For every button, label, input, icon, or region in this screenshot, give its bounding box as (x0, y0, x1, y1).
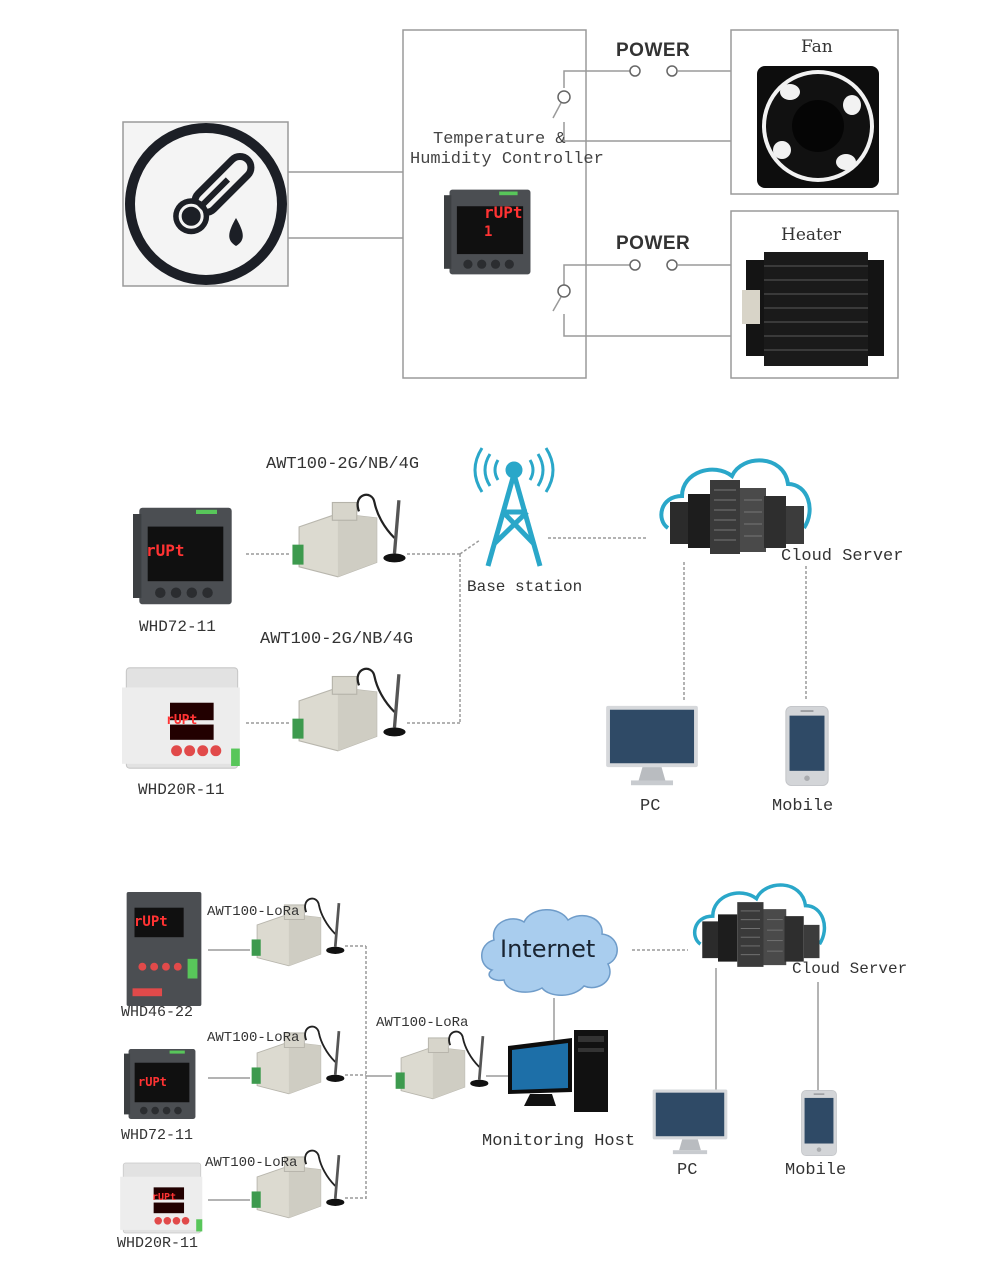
mobile-phone-icon-2 (801, 1089, 837, 1157)
pc-label-2: PC (677, 1161, 698, 1180)
terminal-circle (666, 65, 678, 77)
fan-frame (730, 29, 899, 195)
thermometer-humidity-icon (125, 123, 287, 285)
section2-links (246, 537, 807, 724)
pc-label: PC (640, 797, 661, 816)
mobile-label-2: Mobile (785, 1161, 847, 1180)
heater-frame (730, 210, 899, 379)
module-label: AWT100-LoRa (205, 1155, 298, 1171)
controller-display-top: rUPt (484, 203, 523, 222)
controller-frame (402, 29, 587, 379)
device-label: WHD72-11 (121, 1127, 194, 1144)
module-awt100-4g-1 (290, 492, 408, 579)
fan-label: Fan (801, 37, 833, 57)
module-label: AWT100-2G/NB/4G (266, 455, 420, 474)
power-label-fan: POWER (616, 40, 691, 61)
device-display: rUPt (166, 713, 197, 728)
pc-monitor-icon (606, 705, 698, 786)
section3-links (208, 945, 819, 1201)
module-label: AWT100-LoRa (207, 1030, 300, 1046)
controller-display-bottom: 1 (484, 224, 492, 240)
base-station-tower-icon (473, 447, 555, 567)
module-label: AWT100-2G/NB/4G (260, 630, 414, 649)
device-display: rUPt (138, 1075, 167, 1089)
power-terminals (557, 65, 678, 298)
device-display: rUPt (134, 914, 168, 930)
cloud-server-icon-2 (692, 883, 827, 969)
switch-contact (557, 90, 571, 104)
mobile-phone-icon (785, 705, 829, 787)
device-label: WHD46-22 (121, 1004, 194, 1021)
controller-label-line2: Humidity Controller (410, 150, 604, 169)
terminal-circle (629, 65, 641, 77)
monitoring-host-label: Monitoring Host (482, 1132, 636, 1151)
internet-label: Internet (500, 935, 596, 963)
base-station-label: Base station (467, 578, 583, 596)
fan-icon (757, 66, 879, 188)
module-awt100-4g-2 (290, 666, 408, 753)
cloud-server-icon (659, 458, 812, 556)
internet-cloud-icon (481, 909, 618, 996)
pc-monitor-icon-2 (652, 1089, 728, 1155)
device-display: rUPt (152, 1192, 176, 1203)
heater-icon (742, 252, 884, 366)
module-awt100-lora-gateway (393, 1029, 491, 1101)
power-label-heater: POWER (616, 233, 691, 254)
module-label: AWT100-LoRa (207, 904, 300, 920)
device-whd46-22 (126, 891, 202, 1007)
switch-contact (557, 284, 571, 298)
terminal-circle (666, 259, 678, 271)
cloud-server-label-2: Cloud Server (792, 960, 908, 978)
controller-label-line1: Temperature & (433, 130, 566, 149)
heater-label: Heater (781, 225, 842, 245)
mobile-label: Mobile (772, 797, 834, 816)
device-label: WHD20R-11 (117, 1235, 199, 1252)
device-label: WHD20R-11 (138, 781, 225, 799)
cloud-server-label: Cloud Server (781, 547, 904, 566)
device-label: WHD72-11 (139, 618, 216, 636)
gateway-label: AWT100-LoRa (376, 1015, 469, 1031)
monitoring-host-icon (508, 1030, 608, 1112)
terminal-circle (629, 259, 641, 271)
device-display: rUPt (146, 541, 185, 560)
